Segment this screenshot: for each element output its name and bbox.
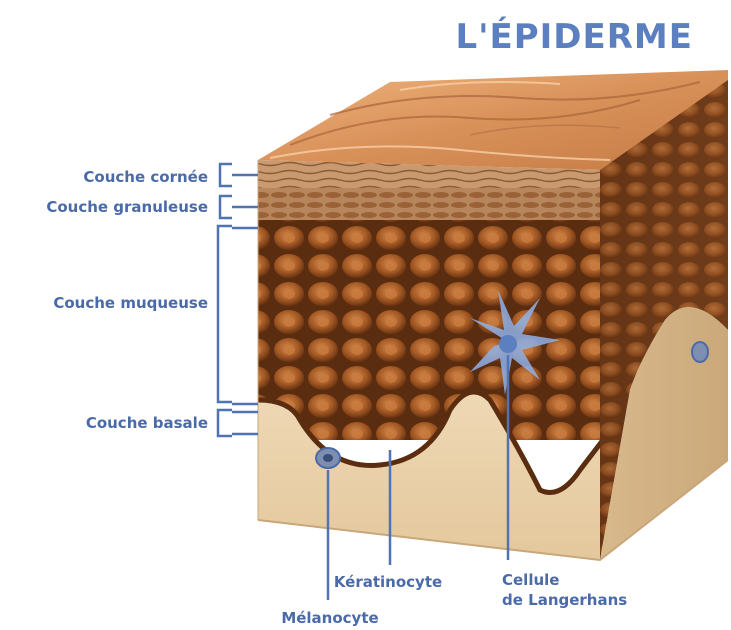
label-melanocyte: Mélanocyte (281, 609, 378, 627)
bracket-muqueuse (218, 226, 232, 402)
label-couche-basale: Couche basale (86, 414, 208, 432)
bracket-cornee (220, 164, 232, 186)
label-langerhans-line2: de Langerhans (502, 591, 627, 609)
layer-granuleuse-region (258, 188, 603, 220)
bracket-basale (218, 410, 232, 436)
diagram-title: L'ÉPIDERME (455, 16, 693, 57)
layer-brackets (218, 164, 258, 436)
label-couche-muqueuse: Couche muqueuse (53, 294, 208, 312)
melanocyte-cell (316, 448, 340, 468)
label-keratinocyte: Kératinocyte (334, 573, 442, 591)
side-cell-marker (692, 342, 708, 362)
label-couche-granuleuse: Couche granuleuse (46, 198, 208, 216)
bracket-granuleuse (220, 196, 232, 218)
label-couche-cornee: Couche cornée (83, 168, 208, 186)
label-langerhans-line1: Cellule (502, 571, 559, 589)
layer-muqueuse-region (258, 220, 603, 440)
